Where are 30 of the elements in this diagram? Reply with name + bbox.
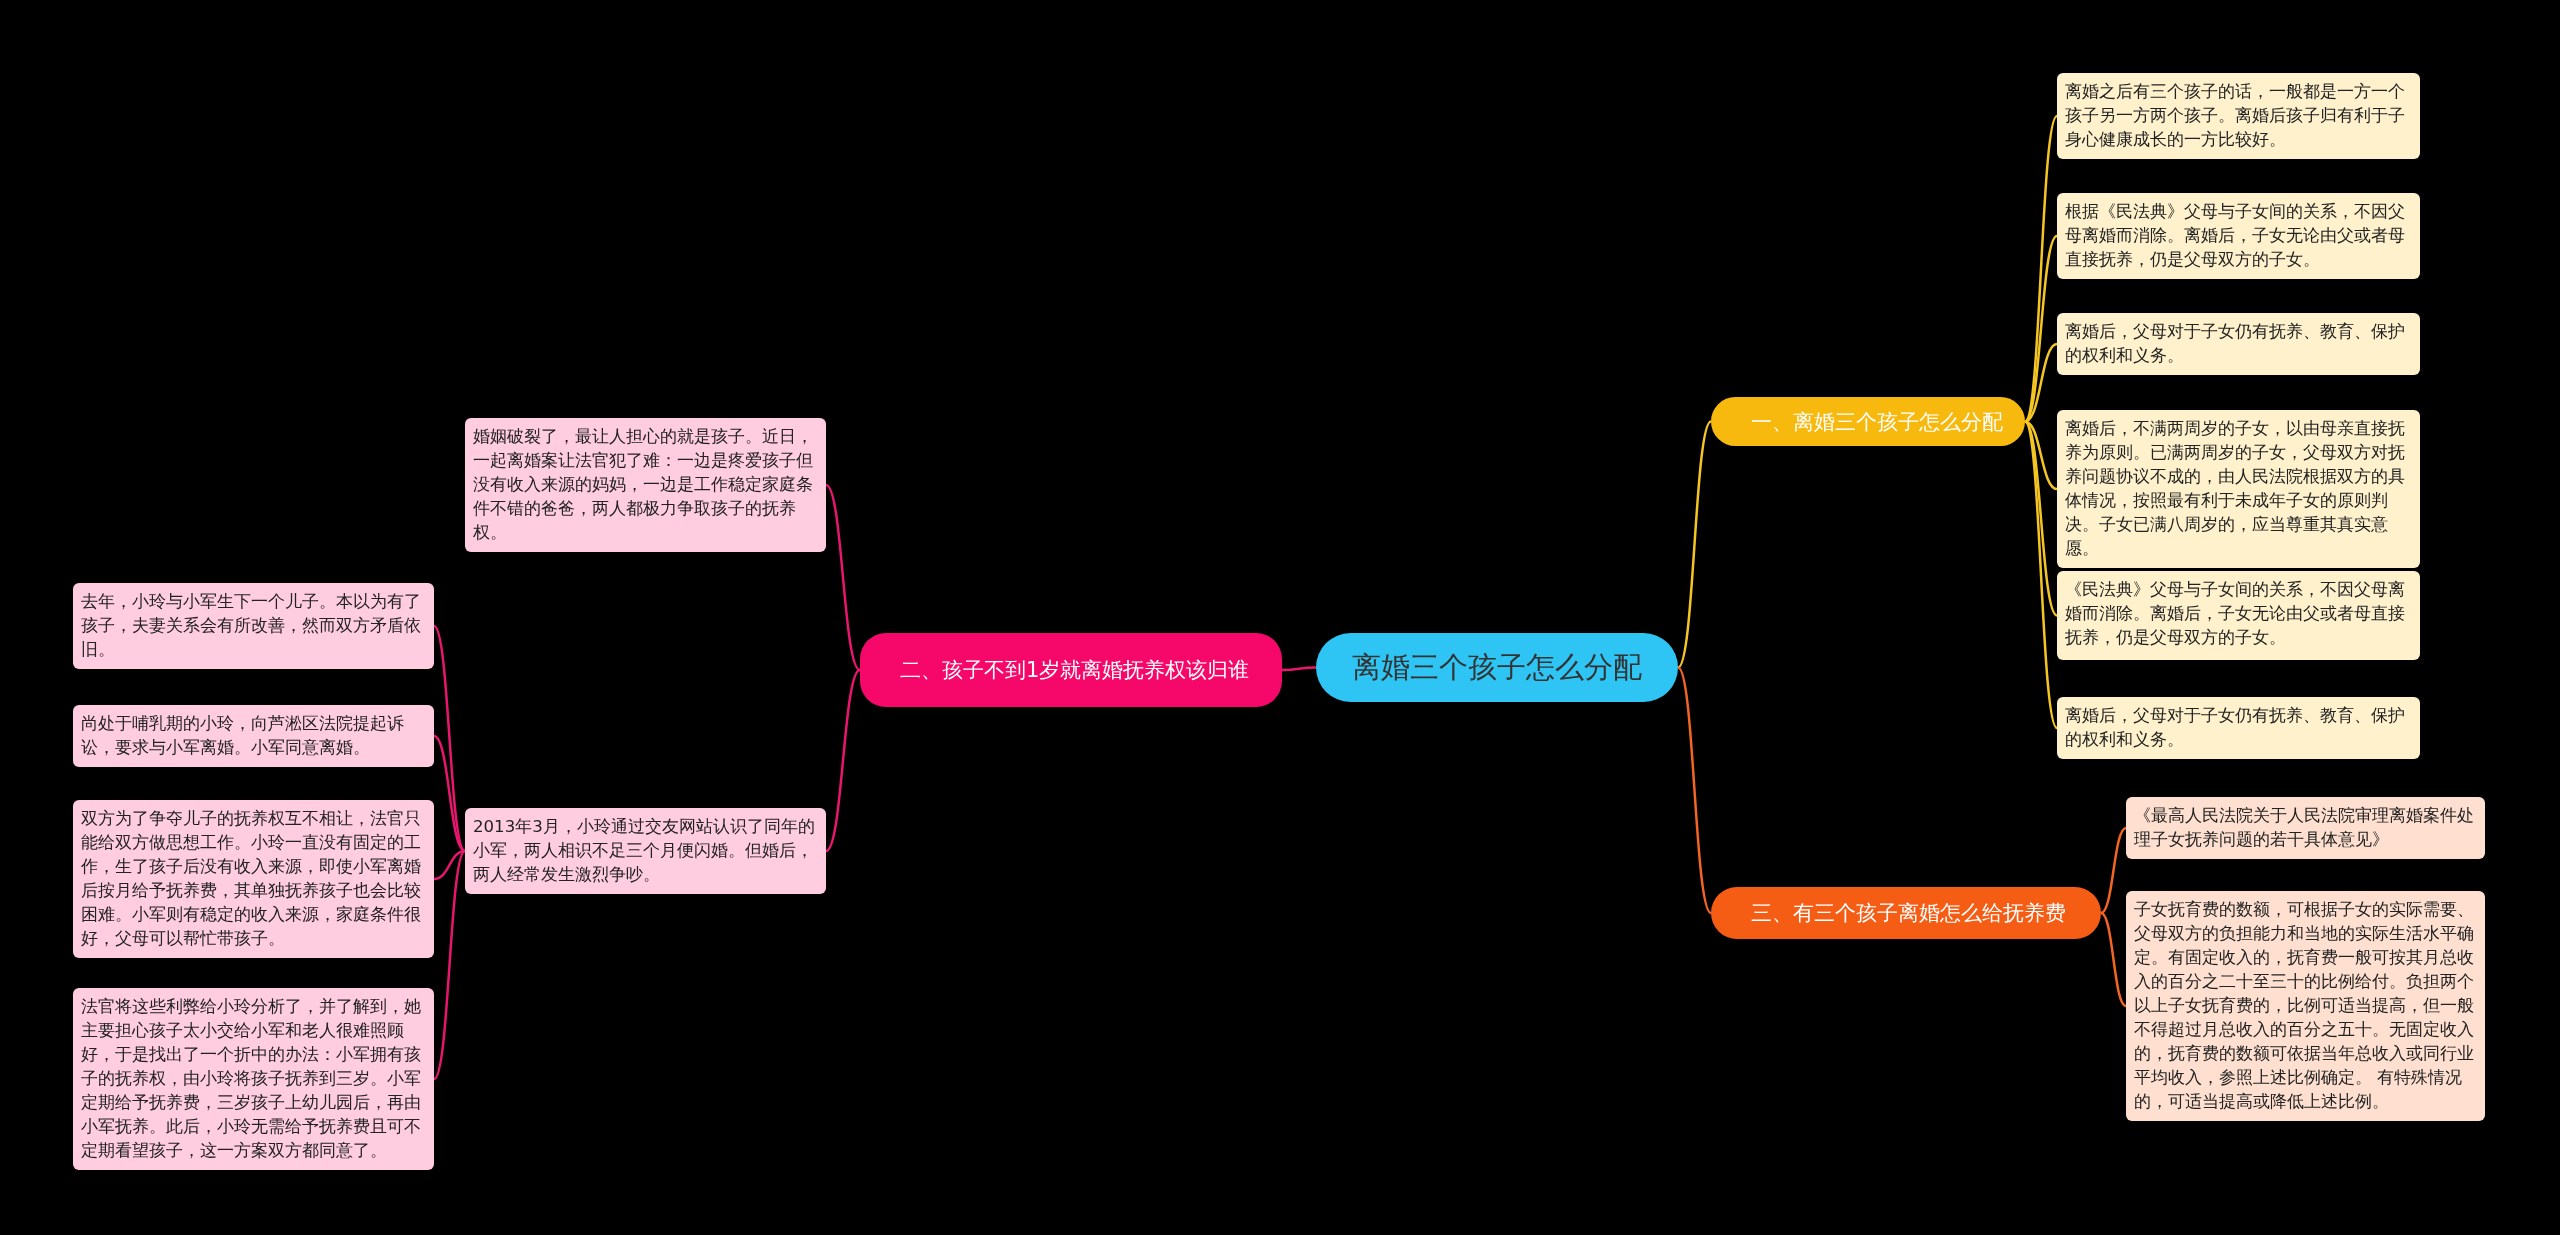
branch-topic: 三、有三个孩子离婚怎么给抚养费 — [1711, 887, 2101, 939]
connector — [2100, 826, 2127, 915]
central-topic: 离婚三个孩子怎么分配 — [1316, 633, 1678, 702]
note-box: 离婚之后有三个孩子的话，一般都是一方一个孩子另一方两个孩子。离婚后孩子归有利于子身心健康成长的一方比较好。 — [2057, 73, 2420, 159]
note-box: 2013年3月，小玲通过交友网站认识了同年的小军，两人相识不足三个月便闪婚。但婚后，两人经常发生激烈争吵。 — [465, 808, 826, 894]
connector — [1677, 666, 1712, 914]
note-box: 婚姻破裂了，最让人担心的就是孩子。近日，一起离婚案让法官犯了难：一边是疼爱孩子但没有收入来源的妈妈，一边是工作稳定家庭条件不错的爸爸，两人都极力争取孩子的抚养权。 — [465, 418, 826, 552]
connector — [433, 849, 466, 881]
note-box: 离婚后，不满两周岁的子女，以由母亲直接抚养为原则。已满两周岁的子女，父母双方对抚养问题协议不成的，由人民法院根据双方的具体情况，按照最有利于未成年子女的原则判决。子女已满八周岁的，应当尊重其真实意愿。 — [2057, 410, 2420, 568]
connector — [1282, 666, 1316, 672]
note-box: 子女抚育费的数额，可根据子女的实际需要、父母双方的负担能力和当地的实际生活水平确定。有固定收入的，抚育费一般可按其月总收入的百分之二十至三十的比例给付。负担两个以上子女抚育费的，比例可适当提高，但一般不得超过月总收入的百分之五十。无固定收入的，抚育费的数额可依据当年总收入或同行业平均收入，参照上述比例确定。 有特殊情况的，可适当提高或降低上述比例。 — [2126, 891, 2485, 1121]
note-box: 去年，小玲与小军生下一个儿子。本以为有了孩子，夫妻关系会有所改善，然而双方矛盾依旧。 — [73, 583, 434, 669]
note-box: 尚处于哺乳期的小玲，向芦淞区法院提起诉讼，要求与小军离婚。小军同意离婚。 — [73, 705, 434, 767]
connector — [2100, 911, 2127, 1008]
note-box: 《民法典》父母与子女间的关系，不因父母离婚而消除。离婚后，子女无论由父或者母直接抚养，仍是父母双方的子女。 — [2057, 571, 2420, 660]
note-box: 离婚后，父母对于子女仍有抚养、教育、保护的权利和义务。 — [2057, 313, 2420, 375]
note-box: 根据《民法典》父母与子女间的关系，不因父母离婚而消除。离婚后，子女无论由父或者母直接抚养，仍是父母双方的子女。 — [2057, 193, 2420, 279]
note-box: 离婚后，父母对于子女仍有抚养、教育、保护的权利和义务。 — [2057, 697, 2420, 759]
note-box: 双方为了争夺儿子的抚养权互不相让，法官只能给双方做思想工作。小玲一直没有固定的工作，生了孩子后没有收入来源，即使小军离婚后按月给予抚养费，其单独抚养孩子也会比较困难。小军则有稳定的收入来源，家庭条件很好，父母可以帮忙带孩子。 — [73, 800, 434, 958]
connector — [1677, 420, 1712, 669]
connector — [2024, 235, 2058, 423]
branch-topic: 二、孩子不到1岁就离婚抚养权该归谁 — [860, 633, 1282, 707]
note-box: 《最高人民法院关于人民法院审理离婚案件处理子女抚养问题的若干具体意见》 — [2126, 797, 2485, 859]
connector — [2023, 420, 2059, 729]
connector — [433, 850, 466, 1080]
connector — [825, 484, 861, 671]
note-box: 法官将这些利弊给小玲分析了，并了解到，她主要担心孩子太小交给小军和老人很难照顾好，于是找出了一个折中的办法：小军拥有孩子的抚养权，由小玲将孩子抚养到三岁。小军定期给予抚养费，三岁孩子上幼儿园后，再由小军抚养。此后，小玲无需给予抚养费且可不定期看望孩子，这一方案双方都同意了。 — [73, 988, 434, 1170]
connector — [433, 625, 466, 852]
branch-topic: 一、离婚三个孩子怎么分配 — [1711, 397, 2025, 446]
connector — [825, 669, 861, 852]
